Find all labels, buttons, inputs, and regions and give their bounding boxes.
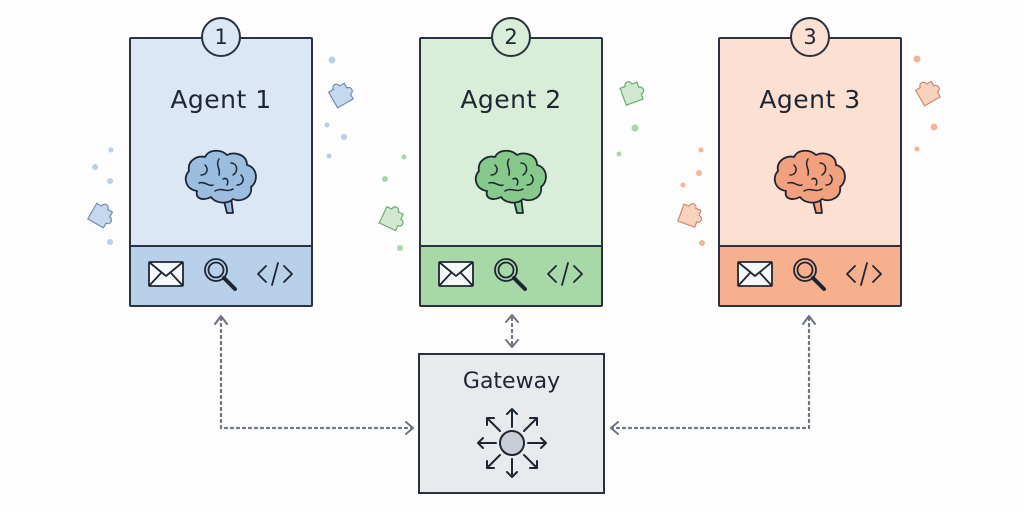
gateway-box[interactable]: Gateway — [418, 353, 605, 494]
dot — [631, 124, 639, 132]
agent-card-2[interactable]: 2 Agent 2 — [419, 17, 603, 307]
dot — [92, 164, 98, 170]
dot — [914, 146, 920, 152]
arrowhead-left-gateway-right — [610, 421, 619, 435]
brain-icon — [469, 147, 553, 223]
connector-agent3-gateway — [610, 316, 811, 430]
dot — [324, 122, 330, 128]
mail-icon[interactable] — [737, 261, 773, 291]
arrowhead-up-agent1 — [214, 315, 228, 325]
agent-card-3[interactable]: 3 Agent 3 — [718, 17, 902, 307]
agent-toolbar — [720, 245, 900, 305]
puzzle-piece-icon — [87, 202, 114, 229]
agent-toolbar — [131, 245, 311, 305]
dot — [401, 154, 407, 160]
dot — [930, 123, 938, 131]
agent-toolbar — [421, 245, 601, 305]
search-icon[interactable] — [791, 256, 827, 296]
agent-title: Agent 1 — [170, 85, 272, 114]
puzzle-piece-icon — [327, 82, 354, 109]
decorations-agent1 — [87, 56, 354, 245]
mail-icon[interactable] — [438, 261, 474, 291]
code-icon[interactable] — [845, 261, 883, 291]
agent-title: Agent 3 — [759, 85, 861, 114]
puzzle-piece-icon — [677, 203, 703, 228]
agent-number-badge: 1 — [201, 17, 241, 57]
connector-agent1-gateway — [219, 316, 414, 430]
dot — [699, 240, 705, 246]
code-icon[interactable] — [256, 261, 294, 291]
puzzle-piece-icon — [619, 81, 645, 106]
agent-number-badge: 2 — [491, 17, 531, 57]
hub-broadcast-icon — [472, 403, 552, 487]
dot — [107, 239, 113, 245]
agent-number-badge: 3 — [790, 17, 830, 57]
code-icon[interactable] — [546, 261, 584, 291]
dot — [341, 134, 347, 140]
dot — [696, 170, 702, 176]
arrowhead-up-agent3 — [802, 315, 816, 325]
dot — [698, 147, 704, 153]
brain-icon — [768, 147, 852, 223]
decorations-agent2 — [378, 81, 645, 251]
puzzle-piece-icon — [914, 80, 941, 107]
agent-title: Agent 2 — [460, 85, 562, 114]
search-icon[interactable] — [202, 256, 238, 296]
dot — [397, 245, 403, 251]
dot — [680, 182, 686, 188]
mail-icon[interactable] — [148, 261, 184, 291]
dot — [616, 151, 622, 157]
dot — [913, 55, 921, 63]
dot — [108, 147, 114, 153]
arrowhead-up-agent2 — [505, 314, 519, 323]
arrowhead-right-gateway-left — [405, 421, 414, 435]
dot — [326, 153, 332, 159]
agent-card-1[interactable]: 1 Agent 1 — [129, 17, 313, 307]
puzzle-piece-icon — [378, 205, 404, 232]
dot — [107, 178, 113, 184]
gateway-title: Gateway — [462, 369, 561, 394]
search-icon[interactable] — [492, 256, 528, 296]
dot — [328, 56, 336, 64]
arrowhead-down-gateway — [505, 339, 519, 348]
brain-icon — [179, 147, 263, 223]
dot — [382, 176, 388, 182]
decorations-agent3 — [677, 55, 941, 246]
